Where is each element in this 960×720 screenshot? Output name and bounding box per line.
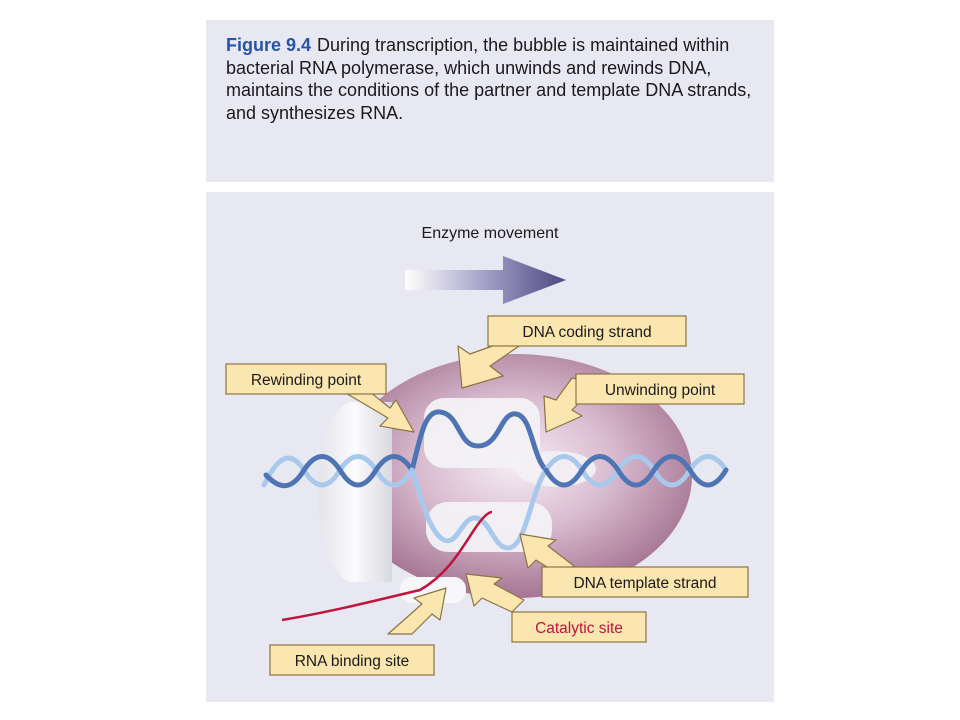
dna-left-strand-b: [263, 454, 415, 489]
dna-helix: [261, 409, 729, 551]
enzyme-movement-label: Enzyme movement: [422, 225, 559, 242]
dna-right-strand-a: [543, 454, 729, 488]
rna-transcript: [281, 510, 493, 622]
catalytic-site-box: [511, 611, 647, 643]
coding-strand-label: DNA coding strand: [522, 324, 651, 341]
caption-text: During transcription, the bubble is main…: [226, 35, 752, 123]
rna-binding-site-box: [269, 644, 435, 676]
rewinding-point-arrow: [343, 391, 415, 433]
dna-right-strand-b: [543, 454, 729, 488]
figure-label: Figure 9.4: [226, 35, 312, 55]
template-strand-arrow: [519, 533, 575, 575]
coding-strand-box: [487, 315, 687, 347]
coding-strand-arrow: [457, 343, 523, 389]
rna-binding-site-arrow: [387, 587, 447, 635]
dna-template-strand: [409, 467, 549, 551]
rewinding-point-label: Rewinding point: [251, 372, 362, 389]
rna-binding-site-label: RNA binding site: [295, 653, 410, 670]
unwinding-point-label: Unwinding point: [605, 382, 716, 399]
template-strand-box: [541, 566, 749, 598]
unwinding-point-box: [575, 373, 745, 405]
enzyme-movement-arrow: [405, 256, 566, 304]
catalytic-site-arrow: [465, 573, 525, 613]
template-strand-label: DNA template strand: [573, 575, 716, 592]
catalytic-site-label: Catalytic site: [535, 620, 623, 637]
rewinding-point-box: [225, 363, 387, 395]
dna-coding-strand: [409, 409, 549, 473]
